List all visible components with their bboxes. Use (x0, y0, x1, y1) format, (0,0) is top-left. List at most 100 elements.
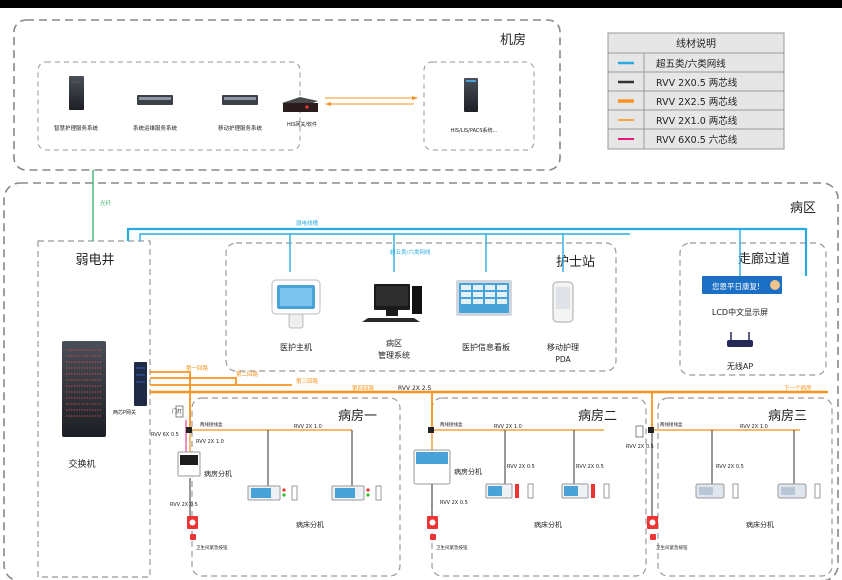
orange-loops (150, 371, 828, 430)
room1-rvv10b-label: RVV 2X 1.0 (294, 424, 322, 430)
room1-door-label: 门灯 (172, 408, 182, 415)
info-board (456, 280, 512, 316)
room3-rvv05b-label: RVV 2X 0.5 (716, 464, 744, 470)
room1-toilet-label: 卫生间紧急按钮 (196, 544, 228, 551)
nurse-station-label: 护士站 (556, 255, 595, 270)
room3-door-light (635, 425, 644, 438)
room3-junction (648, 427, 654, 433)
ward-box (3, 182, 839, 580)
nurse-station-box (225, 242, 617, 372)
room1-room-unit-label: 病房分机 (204, 469, 232, 478)
room2-room-unit (413, 449, 451, 485)
room1-bed-unit-1 (247, 485, 298, 501)
room2-room-unit-label: 病房分机 (454, 467, 482, 476)
room3-box (657, 397, 833, 577)
ward-mgmt-label-2: 管理系统 (378, 350, 410, 360)
server-tower-1 (69, 76, 84, 110)
room2-toilet-label: 卫生间紧急按钮 (436, 544, 468, 551)
top-band (0, 0, 842, 8)
room1-room-unit (177, 451, 201, 477)
loop4-label: 第四回路 (352, 384, 375, 392)
room1-bedhead-label: 两线接线盒 (200, 421, 223, 428)
machine-room-box (13, 19, 561, 171)
ap-label: 无线AP (727, 361, 753, 371)
his-group-box (423, 61, 535, 151)
legend-item-label: RVV 2X1.0 两芯线 (656, 115, 738, 127)
room2-bed-unit-2 (561, 483, 610, 499)
board-label: 医护信息看板 (462, 342, 510, 352)
room1-rvv6-label: RVV 6X 0.5 (151, 432, 179, 438)
room3-rvv10-label: RVV 2X 1.0 (740, 424, 768, 430)
ward-mgmt-label-1: 病区 (386, 338, 402, 348)
room2-bed-unit-label: 病床分机 (534, 520, 562, 529)
his-label: HIS/LIS/PACS系统... (451, 127, 498, 134)
ward-pc (362, 284, 422, 322)
switch-rack (62, 341, 106, 437)
cat6-bridge (126, 227, 808, 276)
room1-door-light (175, 405, 184, 418)
room2-rvv10-label: RVV 2X 1.0 (494, 424, 522, 430)
rack-server-2 (222, 95, 258, 105)
room3-bed-unit-1 (695, 483, 739, 499)
machine-room-label: 机房 (500, 32, 526, 48)
room2-rvv05c-label: RVV 2X 0.5 (440, 500, 468, 506)
pda-label-1: 移动护理 (547, 342, 579, 352)
nurse-host-terminal (271, 279, 321, 329)
lcd-screen-text: 您恩平日康复! (712, 281, 760, 291)
loop1-label: 第一回路 (186, 364, 209, 372)
room2-junction (428, 427, 434, 433)
room2-label: 病房二 (578, 408, 617, 424)
loop2-label: 第二回路 (236, 370, 259, 378)
legend: 线材说明 超五类/六类网线 RVV 2X0.5 两芯线 RVV 2X2.5 两芯… (607, 32, 785, 150)
loop3-label: 第三回路 (296, 377, 319, 385)
cat6-label: 超五类/六类网线 (390, 248, 431, 256)
weak-shaft-box (37, 240, 151, 578)
pda-device (552, 281, 574, 323)
room3-bed-unit-label: 病床分机 (746, 520, 774, 529)
room1-label: 病房一 (338, 408, 377, 424)
room3-bedhead-label: 两线接线盒 (660, 421, 683, 428)
lcd-label: LCD中文显示屏 (712, 307, 768, 317)
two-core-gw-label: 两芯P网关 (113, 409, 136, 416)
room1-rvv05-label: RVV 2X 0.5 (170, 502, 198, 508)
room3-rvv05a-label: RVV 2X 0.5 (626, 444, 654, 450)
ward-label: 病区 (790, 201, 816, 216)
exchange-arrows (325, 96, 418, 106)
gateway-device (282, 97, 318, 112)
room2-toilet-button (427, 516, 438, 540)
room1-wiring (185, 420, 353, 516)
room1-rvv10-label: RVV 2X 1.0 (196, 439, 224, 445)
lcd-display: 您恩平日康复! (702, 276, 782, 294)
corridor-label: 走廊过道 (738, 251, 790, 267)
host-label: 医护主机 (280, 342, 312, 352)
room2-wiring (431, 429, 604, 516)
wireless-ap (727, 332, 753, 347)
legend-item-label: RVV 6X0.5 六芯线 (656, 134, 738, 146)
server2-label: 系统运维服务系统 (133, 124, 178, 132)
room3-bed-unit-2 (777, 483, 821, 499)
room2-rvv05a-label: RVV 2X 0.5 (507, 464, 535, 470)
pda-label-2: PDA (555, 355, 571, 364)
legend-title: 线材说明 (676, 37, 716, 50)
weak-bridge-label: 弱电线槽 (296, 219, 319, 227)
gateway-label: HIS网关/软件 (287, 121, 317, 128)
room3-wiring (651, 429, 800, 516)
room2-rvv05b-label: RVV 2X 0.5 (576, 464, 604, 470)
legend-item-label: 超五类/六类网线 (656, 58, 726, 70)
legend-item-label: RVV 2X0.5 两芯线 (656, 77, 738, 89)
weak-shaft-label: 弱电井 (75, 253, 114, 268)
room2-bed-unit-1 (485, 483, 534, 499)
corridor-box (679, 242, 827, 376)
two-core-gateway (134, 362, 147, 406)
rvv25-label: RVV 2X 2.5 (398, 385, 432, 392)
switch-label: 交换机 (68, 458, 95, 470)
server3-label: 移动护理服务系统 (218, 124, 263, 132)
server1-label: 智慧护理服务系统 (54, 124, 99, 132)
legend-item-label: RVV 2X2.5 两芯线 (656, 96, 738, 108)
room3-toilet-button (647, 516, 658, 540)
his-server (464, 78, 478, 112)
room2-bedhead-label: 两线接线盒 (440, 421, 463, 428)
room1-box (191, 397, 401, 577)
